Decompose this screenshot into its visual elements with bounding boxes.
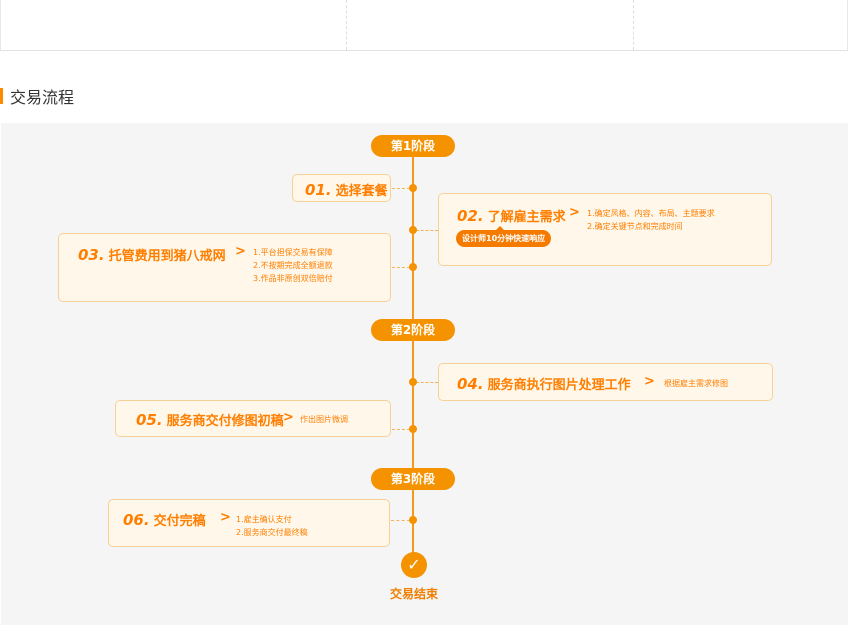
badge-pointer: [496, 226, 504, 230]
step-04-heading: 04. 服务商执行图片处理工作: [457, 374, 631, 393]
step-details: 作出图片微调: [300, 413, 348, 426]
step-details: 1.平台担保交易有保障 2.不按期完成全额退款 3.作品非原创双倍赔付: [253, 246, 333, 285]
trade-flow-diagram: 第1阶段 01. 选择套餐 02. 了解雇主需求 > 1.确定风格、内容、布局、…: [1, 123, 848, 625]
response-badge-label: 设计师10分钟快速响应: [462, 234, 546, 243]
step-title: 了解雇主需求: [487, 210, 566, 225]
timeline-dot: [409, 226, 417, 234]
step-details: 根据雇主需求修图: [664, 377, 728, 390]
timeline-dot: [409, 263, 417, 271]
step-01-heading: 01. 选择套餐: [305, 180, 388, 199]
step-02-card: 02. 了解雇主需求 > 1.确定风格、内容、布局、主题要求 2.确定关键节点和…: [438, 193, 772, 266]
check-icon: ✓: [401, 552, 427, 578]
timeline-dot: [409, 516, 417, 524]
connector: [392, 429, 410, 430]
detail-line: 2.服务商交付最终稿: [236, 528, 308, 537]
timeline-dot: [409, 425, 417, 433]
step-details: 1.雇主确认支付 2.服务商交付最终稿: [236, 513, 308, 539]
step-number: 06.: [123, 511, 150, 529]
timeline-dot: [409, 378, 417, 386]
step-06-heading: 06. 交付完稿: [123, 510, 206, 529]
detail-line: 2.不按期完成全额退款: [253, 261, 333, 270]
timeline-line: [412, 143, 414, 553]
step-03-card: 03. 托管费用到猪八戒网 > 1.平台担保交易有保障 2.不按期完成全额退款 …: [58, 233, 391, 302]
connector: [416, 230, 438, 231]
connector: [416, 382, 438, 383]
chevron-right-icon: >: [235, 244, 246, 259]
detail-line: 1.确定风格、内容、布局、主题要求: [587, 209, 715, 218]
end-label: 交易结束: [389, 587, 438, 601]
step-number: 01.: [305, 181, 332, 199]
timeline-dot: [409, 184, 417, 192]
section-title-text: 交易流程: [10, 88, 75, 107]
chevron-right-icon: >: [569, 205, 580, 220]
chevron-right-icon: >: [283, 410, 294, 425]
step-05-heading: 05. 服务商交付修图初稿: [136, 410, 284, 429]
step-number: 03.: [78, 246, 105, 264]
detail-line: 1.雇主确认支付: [236, 515, 292, 524]
step-number: 05.: [136, 411, 163, 429]
top-table-cell: [347, 0, 634, 50]
step-02-heading: 02. 了解雇主需求: [457, 206, 566, 225]
step-01-card: 01. 选择套餐: [292, 174, 391, 202]
connector: [392, 267, 410, 268]
response-badge: 设计师10分钟快速响应: [456, 226, 552, 247]
step-title: 交付完稿: [153, 514, 206, 529]
phase-1-badge: 第1阶段: [371, 135, 455, 157]
step-number: 02.: [457, 207, 484, 225]
chevron-right-icon: >: [220, 510, 231, 525]
step-title: 服务商执行图片处理工作: [487, 378, 631, 393]
phase-3-badge: 第3阶段: [371, 468, 455, 490]
top-table: [0, 0, 848, 51]
title-accent-bar: [0, 88, 3, 104]
step-title: 选择套餐: [335, 184, 388, 199]
connector: [391, 520, 410, 521]
detail-line: 根据雇主需求修图: [664, 379, 728, 388]
step-06-card: 06. 交付完稿 > 1.雇主确认支付 2.服务商交付最终稿: [108, 499, 390, 547]
chevron-right-icon: >: [644, 374, 655, 389]
detail-line: 1.平台担保交易有保障: [253, 248, 333, 257]
step-title: 服务商交付修图初稿: [166, 414, 284, 429]
step-03-heading: 03. 托管费用到猪八戒网: [78, 245, 226, 264]
detail-line: 2.确定关键节点和完成时间: [587, 222, 683, 231]
section-title: 交易流程: [0, 86, 75, 107]
step-05-card: 05. 服务商交付修图初稿 > 作出图片微调: [115, 400, 391, 437]
step-details: 1.确定风格、内容、布局、主题要求 2.确定关键节点和完成时间: [587, 207, 715, 233]
detail-line: 作出图片微调: [300, 415, 348, 424]
phase-2-badge: 第2阶段: [371, 319, 455, 341]
top-table-cell: [1, 0, 347, 50]
detail-line: 3.作品非原创双倍赔付: [253, 274, 333, 283]
connector: [392, 188, 410, 189]
step-number: 04.: [457, 375, 484, 393]
step-title: 托管费用到猪八戒网: [108, 249, 226, 264]
step-04-card: 04. 服务商执行图片处理工作 > 根据雇主需求修图: [438, 363, 773, 401]
